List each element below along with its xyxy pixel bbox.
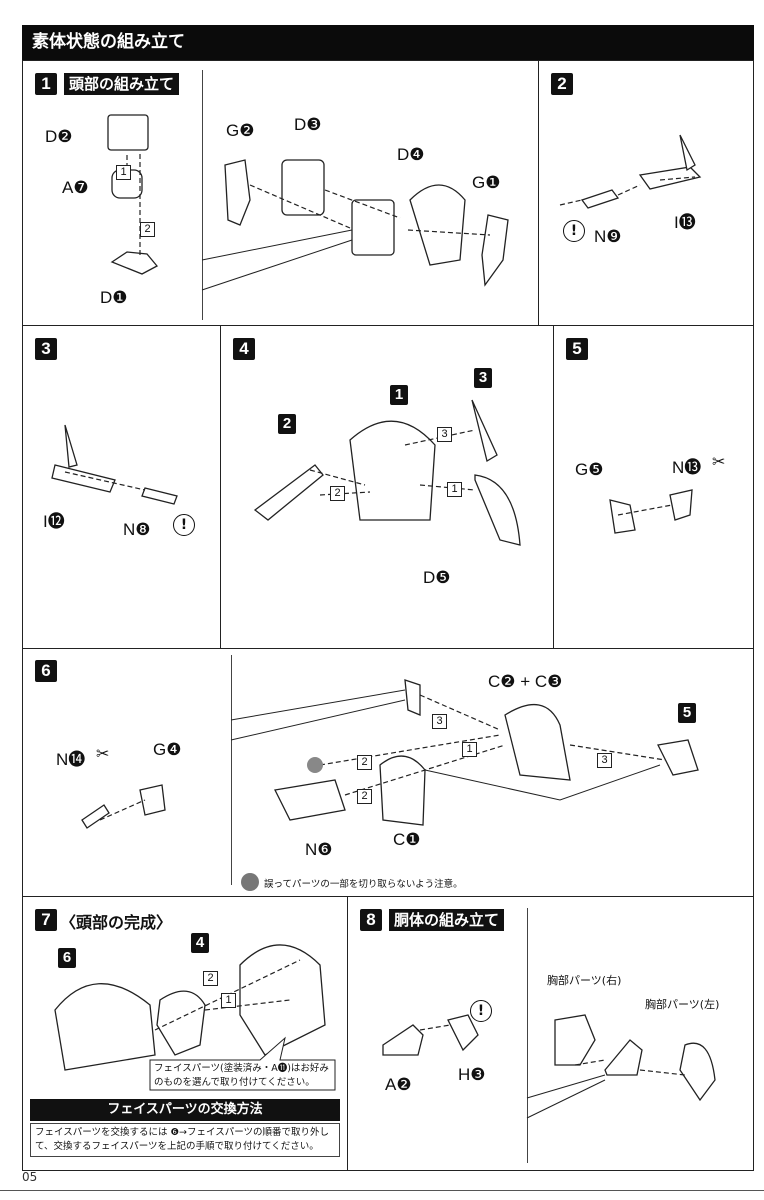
part-label: G❺ xyxy=(575,460,604,479)
caution-cut-icon xyxy=(241,873,259,891)
caution-note: 誤ってパーツの一部を切り取らないよう注意。 xyxy=(264,879,463,890)
part-label: D❹ xyxy=(397,145,425,164)
face-exchange-body: フェイスパーツを交換するには ❻→フェイスパーツの順番で取り外して、交換するフェ… xyxy=(30,1123,340,1157)
part-label: A❷ xyxy=(385,1075,412,1094)
part-label: G❹ xyxy=(153,740,182,759)
part-label: D❸ xyxy=(294,115,322,134)
step-number: 6 xyxy=(35,660,57,682)
part-label: N⓮ xyxy=(56,750,86,769)
part-label: C❶ xyxy=(393,830,421,849)
sub-assembly-badge: 1 xyxy=(390,385,408,405)
cut-icon: ✂ xyxy=(96,744,110,763)
step-number: 3 xyxy=(35,338,57,360)
step-number: 1 xyxy=(35,73,57,95)
divider xyxy=(202,70,203,320)
chest-part-right-label: 胸部パーツ(右) xyxy=(547,974,622,987)
caution-icon: ! xyxy=(563,220,585,242)
step-title: 胴体の組み立て xyxy=(389,909,505,931)
divider xyxy=(231,655,232,885)
step-number: 8 xyxy=(360,909,382,931)
face-exchange-title: フェイスパーツの交換方法 xyxy=(30,1099,340,1121)
step-8-panel xyxy=(347,896,754,1171)
part-label: A❼ xyxy=(62,178,89,197)
page-number: 05 xyxy=(22,1170,38,1184)
face-parts-callout: フェイスパーツ(塗装済み・A⓫)はお好みのものを選んで取り付けてください。 xyxy=(154,1063,329,1088)
part-label: I⓭ xyxy=(674,213,696,232)
part-label: N❾ xyxy=(594,227,622,246)
sub-assembly-badge: 2 xyxy=(278,414,296,434)
part-label: G❶ xyxy=(472,173,501,192)
order-marker: 3 xyxy=(597,753,612,768)
part-label: G❷ xyxy=(226,121,255,140)
sub-assembly-badge: 5 xyxy=(678,703,696,723)
cut-icon: ✂ xyxy=(712,452,726,471)
order-marker: 1 xyxy=(221,993,236,1008)
sub-assembly-badge: 6 xyxy=(58,948,76,968)
order-marker: 3 xyxy=(432,714,447,729)
step-number: 7 xyxy=(35,909,57,931)
step-number: 2 xyxy=(551,73,573,95)
step-number: 5 xyxy=(566,338,588,360)
sub-assembly-badge: 3 xyxy=(474,368,492,388)
order-marker: 2 xyxy=(330,486,345,501)
section-header: 素体状態の組み立て xyxy=(22,25,754,60)
order-marker: 2 xyxy=(140,222,155,237)
part-label: N❻ xyxy=(305,840,333,859)
order-marker: 1 xyxy=(462,742,477,757)
order-marker: 2 xyxy=(357,789,372,804)
part-label: N❽ xyxy=(123,520,151,539)
part-label: I⓬ xyxy=(43,512,65,531)
part-label: D❷ xyxy=(45,127,73,146)
part-label: D❶ xyxy=(100,288,128,307)
order-marker: 3 xyxy=(437,427,452,442)
part-label: C❷ + C❸ xyxy=(488,672,563,691)
step-title: 〈頭部の完成〉 xyxy=(60,913,173,932)
sub-assembly-badge: 4 xyxy=(191,933,209,953)
order-marker: 2 xyxy=(203,971,218,986)
order-marker: 1 xyxy=(447,482,462,497)
part-label: D❺ xyxy=(423,568,451,587)
chest-part-left-label: 胸部パーツ(左) xyxy=(645,998,720,1011)
step-title: 頭部の組み立て xyxy=(64,73,180,95)
part-label: N⓭ xyxy=(672,458,702,477)
order-marker: 1 xyxy=(116,165,131,180)
caution-icon: ! xyxy=(173,514,195,536)
step-number: 4 xyxy=(233,338,255,360)
part-label: H❸ xyxy=(458,1065,486,1084)
caution-icon: ! xyxy=(470,1000,492,1022)
order-marker: 2 xyxy=(357,755,372,770)
divider xyxy=(527,908,528,1163)
divider xyxy=(0,1190,764,1191)
